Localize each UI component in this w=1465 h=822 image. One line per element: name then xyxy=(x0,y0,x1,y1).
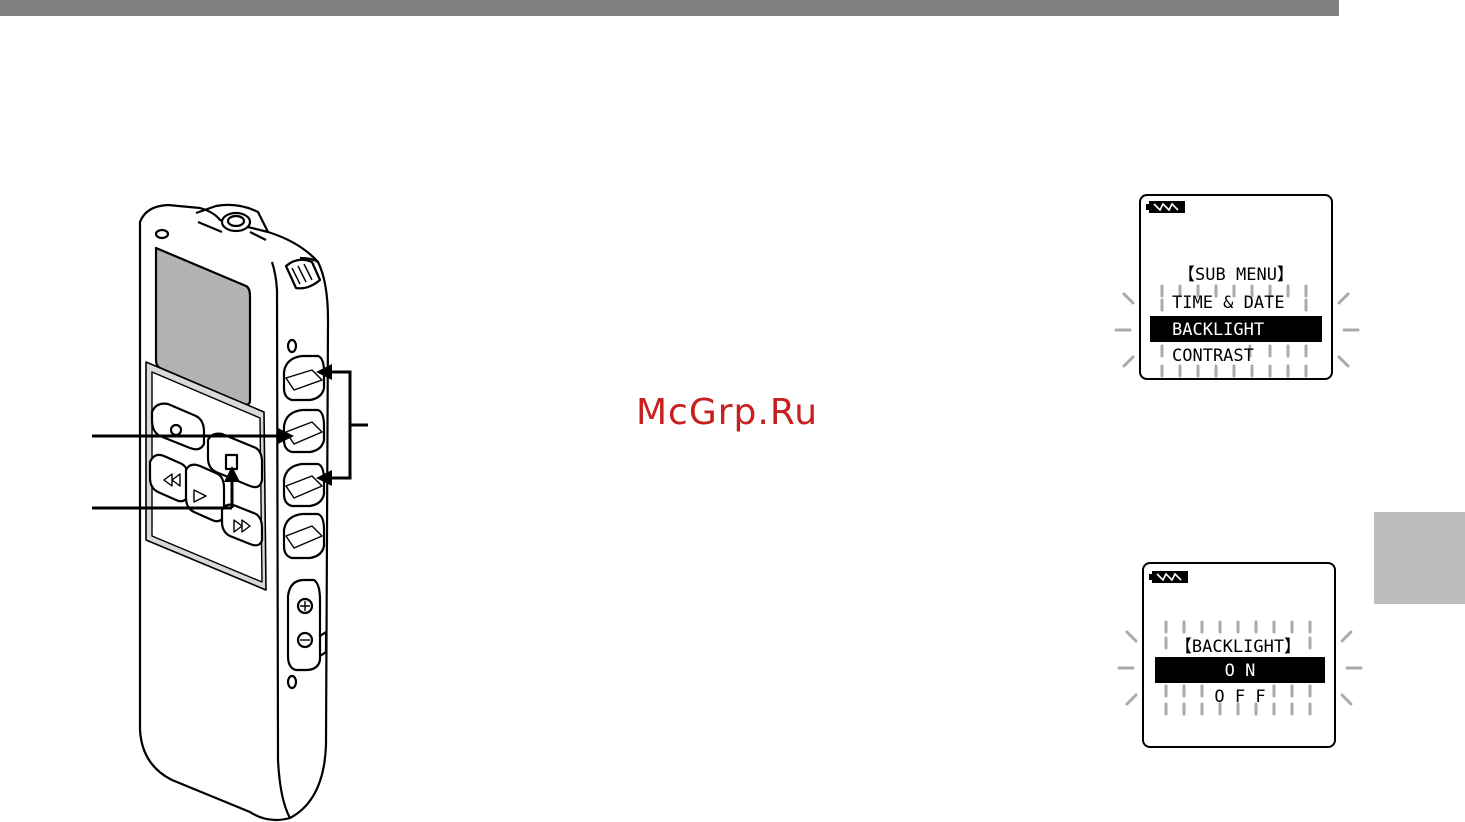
backlight-title: 【BACKLIGHT】 xyxy=(1175,637,1301,657)
lcd-screen-backlight: 【BACKLIGHT】 O N O F F xyxy=(1119,563,1361,747)
option-off: O F F xyxy=(1214,687,1265,707)
battery-icon xyxy=(1146,201,1185,213)
menu-item-time-date: TIME & DATE xyxy=(1172,293,1285,313)
menu-item-contrast: CONTRAST xyxy=(1172,346,1254,366)
lcd-screen-submenu: 【SUB MENU】 TIME & DATE BACKLIGHT CONTRAS… xyxy=(1116,195,1358,379)
voice-recorder xyxy=(140,205,328,820)
option-on: O N xyxy=(1225,661,1256,681)
battery-icon xyxy=(1149,571,1188,583)
submenu-title: 【SUB MENU】 xyxy=(1178,265,1294,285)
menu-item-backlight: BACKLIGHT xyxy=(1172,320,1264,340)
